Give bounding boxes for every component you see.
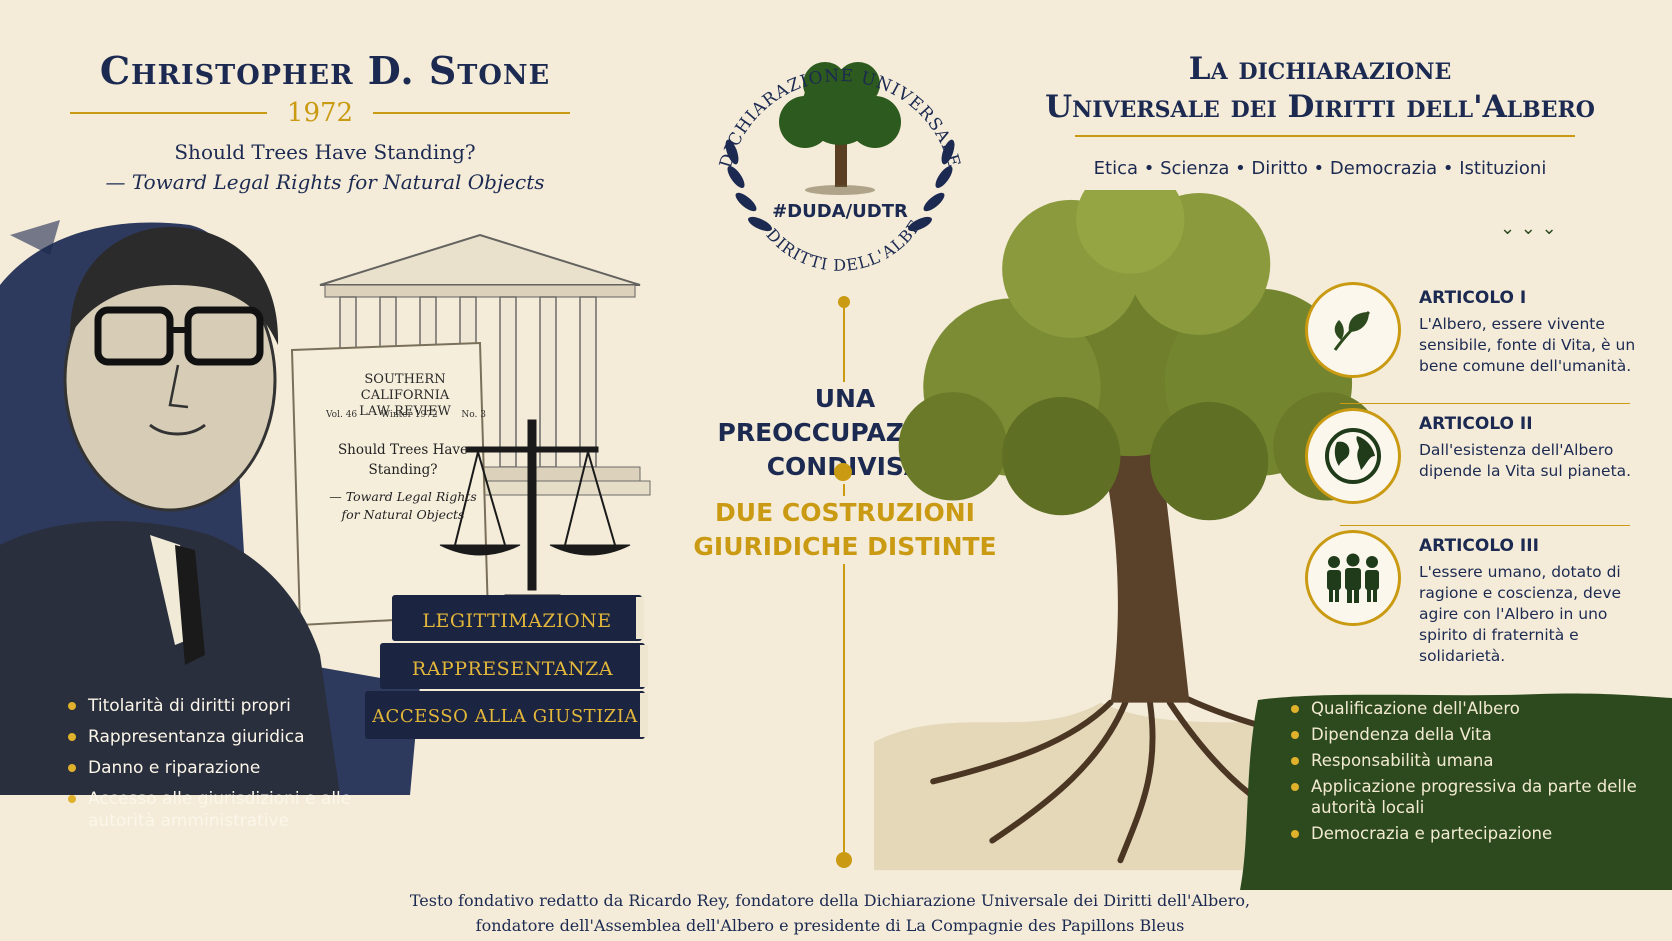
right-bullet-item: Dipendenza della Vita <box>1285 724 1645 745</box>
paper-article-subtitle: — Toward Legal Rights for Natural Object… <box>318 488 488 524</box>
article-3-text: L'essere umano, dotato di ragione e cosc… <box>1419 563 1622 665</box>
journal-vol: Vol. 46 <box>326 410 358 420</box>
book-title: Should Trees Have Standing? <box>174 140 476 164</box>
globe-icon <box>1325 428 1381 484</box>
left-bullet-item: Titolarità di diritti propri <box>62 695 392 717</box>
year: 1972 <box>286 98 354 128</box>
paper-journal-name: SOUTHERN CALIFORNIA LAW REVIEW <box>320 372 490 420</box>
paper-article-line4: for Natural Objects <box>341 507 465 522</box>
article-2-icon-ring <box>1305 408 1401 504</box>
footer-line2: fondatore dell'Assemblea dell'Albero e p… <box>475 916 1185 935</box>
birds-decoration: ⌄ ⌄ ⌄ <box>1500 218 1557 239</box>
people-icon <box>1327 553 1379 603</box>
paper-article-line3: — Toward Legal Rights <box>329 489 477 504</box>
seal-text: DICHIARAZIONE UNIVERSALE DEI DIRITTI DEL… <box>680 12 964 275</box>
left-title: Christopher D. Stone <box>99 48 551 93</box>
stone-illustration <box>0 220 651 795</box>
book-label-rappresentanza: RAPPRESENTANZA <box>411 658 614 680</box>
center-title-two-constructions: DUE COSTRUZIONI GIURIDICHE DISTINTE <box>680 496 1010 564</box>
right-tags: Etica • Scienza • Diritto • Democrazia •… <box>1093 158 1547 179</box>
center-divider <box>843 300 845 860</box>
paper-issue-row: Vol. 46 Winter 1972 No. 3 <box>326 410 486 420</box>
journal-name-line2: LAW REVIEW <box>359 404 451 419</box>
article-3-icon-ring <box>1305 530 1401 626</box>
seal-emblem <box>725 62 955 232</box>
right-bullet-item: Applicazione progressiva da parte delle … <box>1285 776 1645 818</box>
right-title-line1: La dichiarazione <box>1188 51 1452 87</box>
right-bullet-item: Qualificazione dell'Albero <box>1285 698 1645 719</box>
journal-name-line1: SOUTHERN CALIFORNIA <box>360 372 450 403</box>
book-subtitle: — Toward Legal Rights for Natural Object… <box>105 170 545 194</box>
paper-article-title: Should Trees Have Standing? <box>318 440 488 480</box>
center-line-dot-top <box>838 296 850 308</box>
article-1-icon-ring <box>1305 282 1401 378</box>
article-1-title: ARTICOLO I <box>1419 288 1527 308</box>
right-title: La dichiarazione Universale dei Diritti … <box>1030 50 1610 126</box>
footer-line1: Testo fondativo redatto da Ricardo Rey, … <box>409 891 1251 910</box>
journal-date: Winter 1972 <box>380 410 438 420</box>
right-bullet-list: Qualificazione dell'Albero Dipendenza de… <box>1285 698 1645 849</box>
article-1-text: L'Albero, essere vivente sensibile, font… <box>1419 315 1636 375</box>
left-bullet-item: Danno e riparazione <box>62 757 392 779</box>
left-bullet-item: Accesso alle giurisdizioni e alle autori… <box>62 788 392 832</box>
book-label-accesso: ACCESSO ALLA GIUSTIZIA <box>372 706 638 727</box>
right-bullet-item: Responsabilità umana <box>1285 750 1645 771</box>
right-bullet-item: Democrazia e partecipazione <box>1285 823 1645 844</box>
book-stack <box>365 595 648 739</box>
leaf-icon <box>1333 310 1371 351</box>
year-row: 1972 <box>70 96 571 130</box>
article-3-title: ARTICOLO III <box>1419 536 1539 556</box>
journal-number: No. 3 <box>461 410 486 420</box>
svg-text:DICHIARAZIONE UNIVERSALE: DICHIARAZIONE UNIVERSALE <box>716 66 964 170</box>
center-line-dot-bottom <box>836 852 852 868</box>
article-2-text: Dall'esistenza dell'Albero dipende la Vi… <box>1419 441 1632 480</box>
left-bullet-item: Rappresentanza giuridica <box>62 726 392 748</box>
seal-top-text: DICHIARAZIONE UNIVERSALE <box>716 66 963 170</box>
book-label-legittimazione: LEGITTIMAZIONE <box>422 610 612 632</box>
center-divider-dot <box>834 463 852 481</box>
seal-tag: #DUDA/UDTR <box>772 201 908 222</box>
year-rule-left <box>70 112 267 114</box>
portrait-man <box>0 226 340 795</box>
article-divider <box>1340 403 1630 404</box>
right-title-rule <box>1075 135 1575 137</box>
left-bullet-list: Titolarità di diritti propri Rappresenta… <box>62 695 392 841</box>
footer-credit: Testo fondativo redatto da Ricardo Rey, … <box>380 888 1280 938</box>
paper-article-line2: Standing? <box>368 462 438 478</box>
right-title-line2: Universale dei Diritti dell'Albero <box>1045 89 1595 125</box>
year-rule-right <box>373 112 571 114</box>
article-divider <box>1340 525 1630 526</box>
paper-article-line1: Should Trees Have <box>337 442 469 458</box>
article-2-title: ARTICOLO II <box>1419 414 1533 434</box>
right-bullet-panel <box>1240 693 1672 890</box>
